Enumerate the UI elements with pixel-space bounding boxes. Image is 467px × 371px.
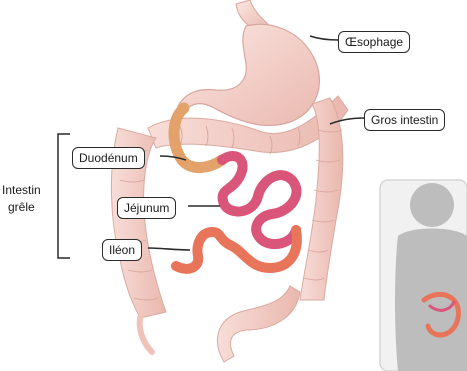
intestin-grele-bracket xyxy=(58,134,70,258)
gros-intestin-label: Gros intestin xyxy=(364,109,445,131)
intestin-grele-label: Intestin grêle xyxy=(2,182,41,216)
body-silhouette-inset xyxy=(380,180,467,371)
stomach xyxy=(178,24,319,125)
jejunum-label: Jéjunum xyxy=(117,197,176,219)
appendix xyxy=(140,318,152,352)
oesophage-label: Œsophage xyxy=(338,31,410,53)
ileon xyxy=(176,230,297,269)
ileon-label: Iléon xyxy=(102,239,142,261)
large-intestine xyxy=(111,96,348,362)
intestin-grele-line1: Intestin xyxy=(2,183,41,197)
duodenum-label: Duodénum xyxy=(72,147,145,169)
jejunum xyxy=(222,156,296,244)
intestin-grele-line2: grêle xyxy=(8,200,35,214)
